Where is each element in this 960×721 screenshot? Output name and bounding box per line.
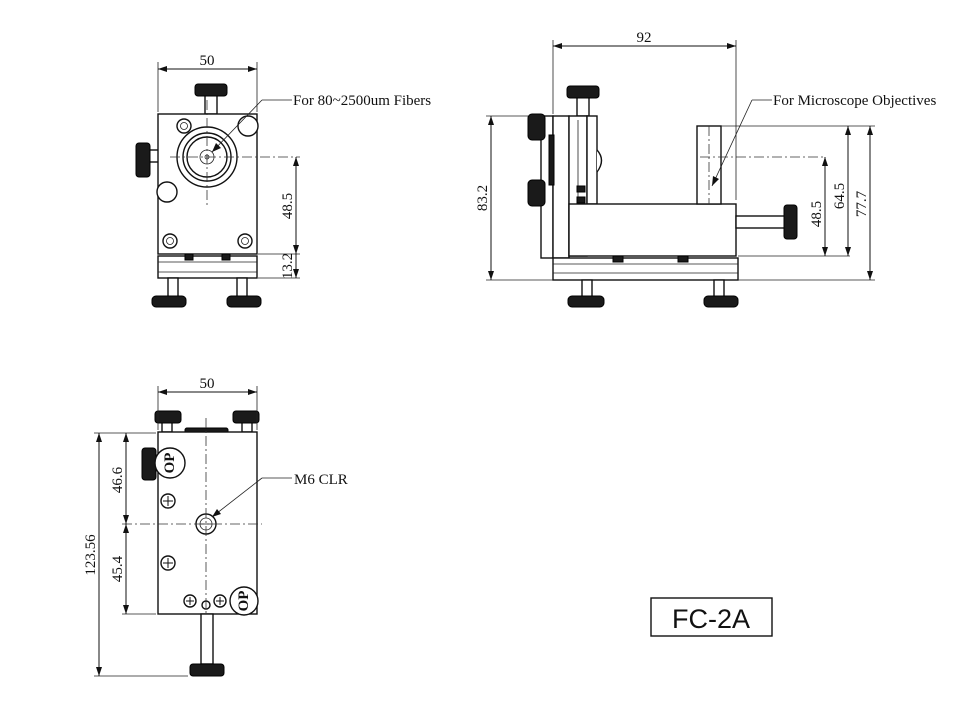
top-view: OP OP 50 bbox=[83, 376, 348, 677]
side-right-knob bbox=[783, 204, 798, 240]
front-width-dim: 50 bbox=[200, 53, 215, 69]
m6-clr-note: M6 CLR bbox=[294, 472, 348, 488]
op-label-upper: OP bbox=[162, 453, 178, 474]
side-upper-knob bbox=[527, 113, 546, 141]
front-fiber-note: For 80~2500um Fibers bbox=[293, 93, 431, 109]
front-base-height-dim: 13.2 bbox=[280, 253, 296, 279]
side-top-knob bbox=[566, 85, 600, 99]
top-overall-dim: 123.56 bbox=[83, 534, 99, 576]
side-objective-note: For Microscope Objectives bbox=[773, 93, 936, 109]
top-view-side-knob bbox=[141, 447, 157, 481]
side-rail bbox=[568, 203, 737, 257]
side-adjust-knob bbox=[135, 142, 151, 178]
side-base-plate bbox=[552, 257, 739, 281]
side-front-plate bbox=[552, 115, 570, 259]
side-length-dim: 92 bbox=[637, 30, 652, 46]
top-width-dim: 50 bbox=[200, 376, 215, 392]
front-foot-right bbox=[226, 295, 262, 308]
top-view-bottom-knob bbox=[189, 663, 225, 677]
side-foot-left bbox=[567, 295, 605, 308]
side-objective-center-dim: 48.5 bbox=[809, 201, 825, 227]
side-overall-height-dim: 83.2 bbox=[475, 185, 491, 211]
front-view: 50 48.5 13.2 For 80~2500um Fibers bbox=[135, 53, 431, 308]
top-view-knob-right bbox=[232, 410, 260, 424]
top-upper-dim: 46.6 bbox=[110, 466, 126, 493]
model-label-box: FC-2A bbox=[650, 597, 773, 637]
top-lower-dim: 45.4 bbox=[110, 555, 126, 582]
front-base-plate bbox=[157, 255, 258, 279]
front-center-height-dim: 48.5 bbox=[280, 193, 296, 219]
side-view: 92 83.2 48.5 64.5 77.7 For Microscope Ob… bbox=[475, 30, 936, 308]
top-view-knob-left bbox=[154, 410, 182, 424]
top-adjust-knob bbox=[194, 83, 228, 97]
op-label-lower: OP bbox=[236, 591, 252, 612]
side-objective-mid-dim: 64.5 bbox=[832, 183, 848, 209]
model-label: FC-2A bbox=[672, 604, 750, 634]
side-objective-top-dim: 77.7 bbox=[854, 190, 870, 217]
side-foot-right bbox=[703, 295, 739, 308]
front-foot-left bbox=[151, 295, 187, 308]
side-lower-knob bbox=[527, 179, 546, 207]
